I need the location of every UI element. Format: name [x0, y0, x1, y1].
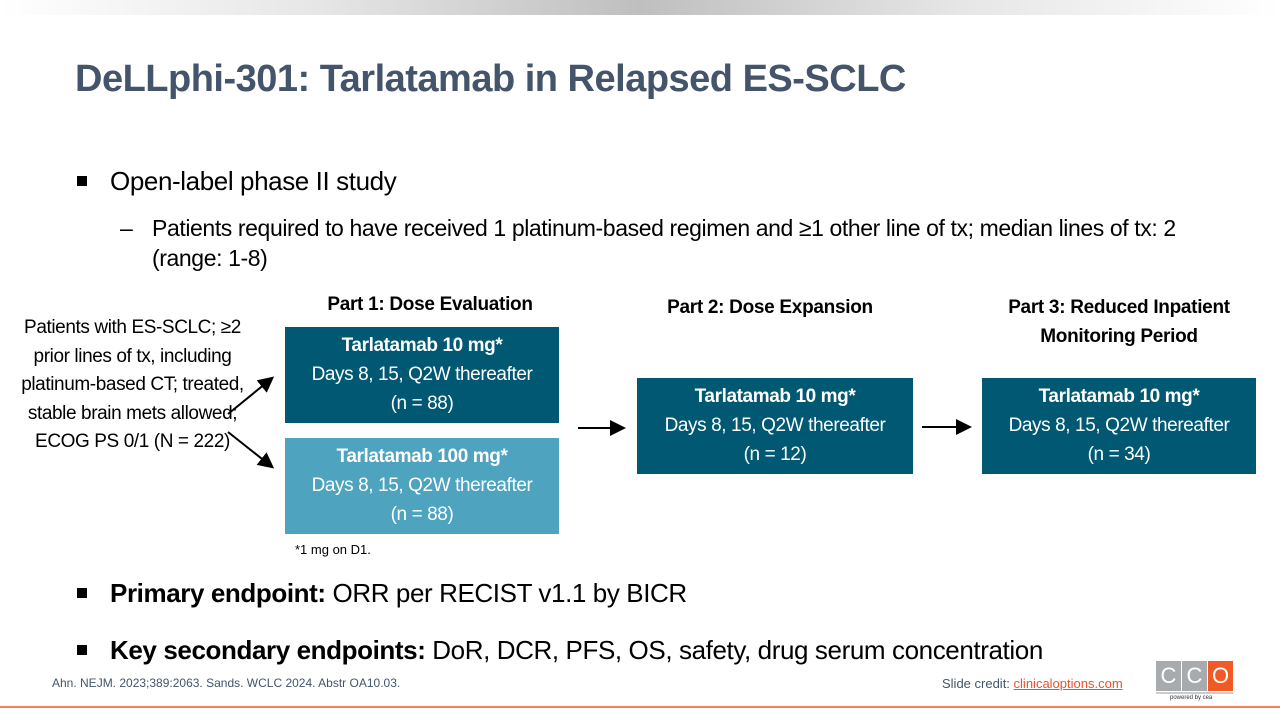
sub-bullet-text: Patients required to have received 1 pla… [152, 215, 1176, 271]
slide-title: DeLLphi-301: Tarlatamab in Relapsed ES-S… [75, 58, 906, 100]
arm-n: (n = 88) [390, 504, 454, 525]
part1-arm-10mg: Tarlatamab 10 mg* Days 8, 15, Q2W therea… [285, 327, 559, 423]
part3-header: Part 3: Reduced Inpatient Monitoring Per… [1008, 297, 1230, 347]
arm-schedule: Days 8, 15, Q2W thereafter [1008, 415, 1230, 436]
primary-text: ORR per RECIST v1.1 by BICR [325, 578, 688, 608]
credit-label: Slide credit: [942, 676, 1014, 691]
part2-header: Part 2: Dose Expansion [667, 297, 873, 318]
eligibility-text: Patients with ES-SCLC; ≥2 prior lines of… [21, 317, 244, 453]
logo-tagline: powered by cea [1170, 695, 1213, 701]
logo-letter: O [1208, 661, 1233, 691]
arm-name: Tarlatamab 10 mg* [341, 335, 503, 356]
cco-logo: C C O [1156, 661, 1233, 691]
secondary-label: Key secondary endpoints: [110, 635, 426, 665]
dash-icon: – [120, 215, 133, 241]
logo-letter: C [1182, 661, 1207, 691]
citation: Ahn. NEJM. 2023;389:2063. Sands. WCLC 20… [52, 676, 401, 690]
secondary-text: DoR, DCR, PFS, OS, safety, drug serum co… [425, 635, 1043, 665]
arm-schedule: Days 8, 15, Q2W thereafter [311, 475, 533, 496]
part1-arm-100mg: Tarlatamab 100 mg* Days 8, 15, Q2W there… [285, 438, 559, 534]
slide-credit: Slide credit: clinicaloptions.com [942, 676, 1123, 691]
bullet-square-icon [77, 588, 87, 598]
logo-underline [1156, 692, 1233, 694]
top-gradient-bar [0, 0, 1280, 15]
logo-letter: C [1156, 661, 1181, 691]
arm-name: Tarlatamab 10 mg* [1038, 386, 1200, 407]
arm-n: (n = 12) [743, 444, 807, 465]
primary-label: Primary endpoint: [110, 578, 326, 608]
footnote: *1 mg on D1. [295, 542, 371, 557]
arm-schedule: Days 8, 15, Q2W thereafter [311, 364, 533, 385]
arm-name: Tarlatamab 10 mg* [694, 386, 856, 407]
arrow-to-arm-a [227, 376, 275, 415]
arrow-to-arm-b [227, 431, 275, 469]
bottom-accent-line [0, 706, 1280, 708]
bullet-square-icon [77, 645, 87, 655]
part1-header: Part 1: Dose Evaluation [327, 294, 533, 315]
arm-schedule: Days 8, 15, Q2W thereafter [664, 415, 886, 436]
arm-name: Tarlatamab 100 mg* [336, 446, 508, 467]
bullet-square-icon [77, 176, 87, 186]
arm-n: (n = 34) [1087, 444, 1151, 465]
arm-n: (n = 88) [390, 393, 454, 414]
credit-link[interactable]: clinicaloptions.com [1013, 676, 1123, 691]
part3-arm: Tarlatamab 10 mg* Days 8, 15, Q2W therea… [982, 378, 1256, 474]
bullet-text: Open-label phase II study [110, 166, 397, 196]
part2-arm: Tarlatamab 10 mg* Days 8, 15, Q2W therea… [637, 378, 913, 474]
